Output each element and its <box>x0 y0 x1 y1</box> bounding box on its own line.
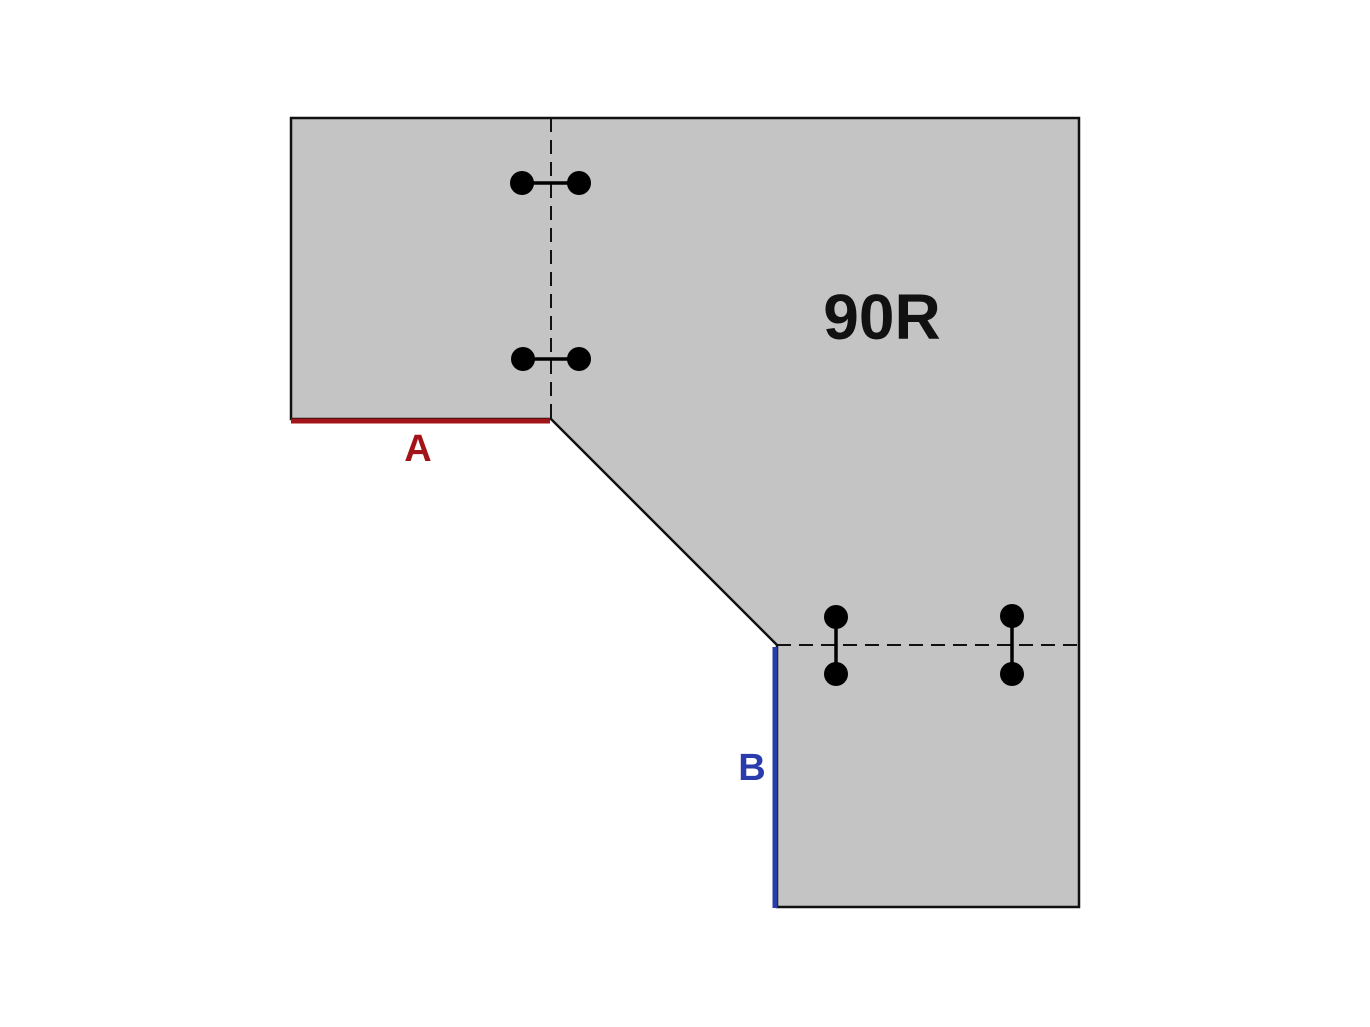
connector-icon <box>510 171 591 195</box>
model-label: 90R <box>823 281 940 353</box>
connector-icon <box>824 605 848 686</box>
connector-icon <box>511 347 591 371</box>
edge-b-label: B <box>738 747 765 789</box>
corner-panel <box>289 116 1081 909</box>
connector-icon <box>1000 604 1024 686</box>
edge-a-label: A <box>404 428 431 470</box>
